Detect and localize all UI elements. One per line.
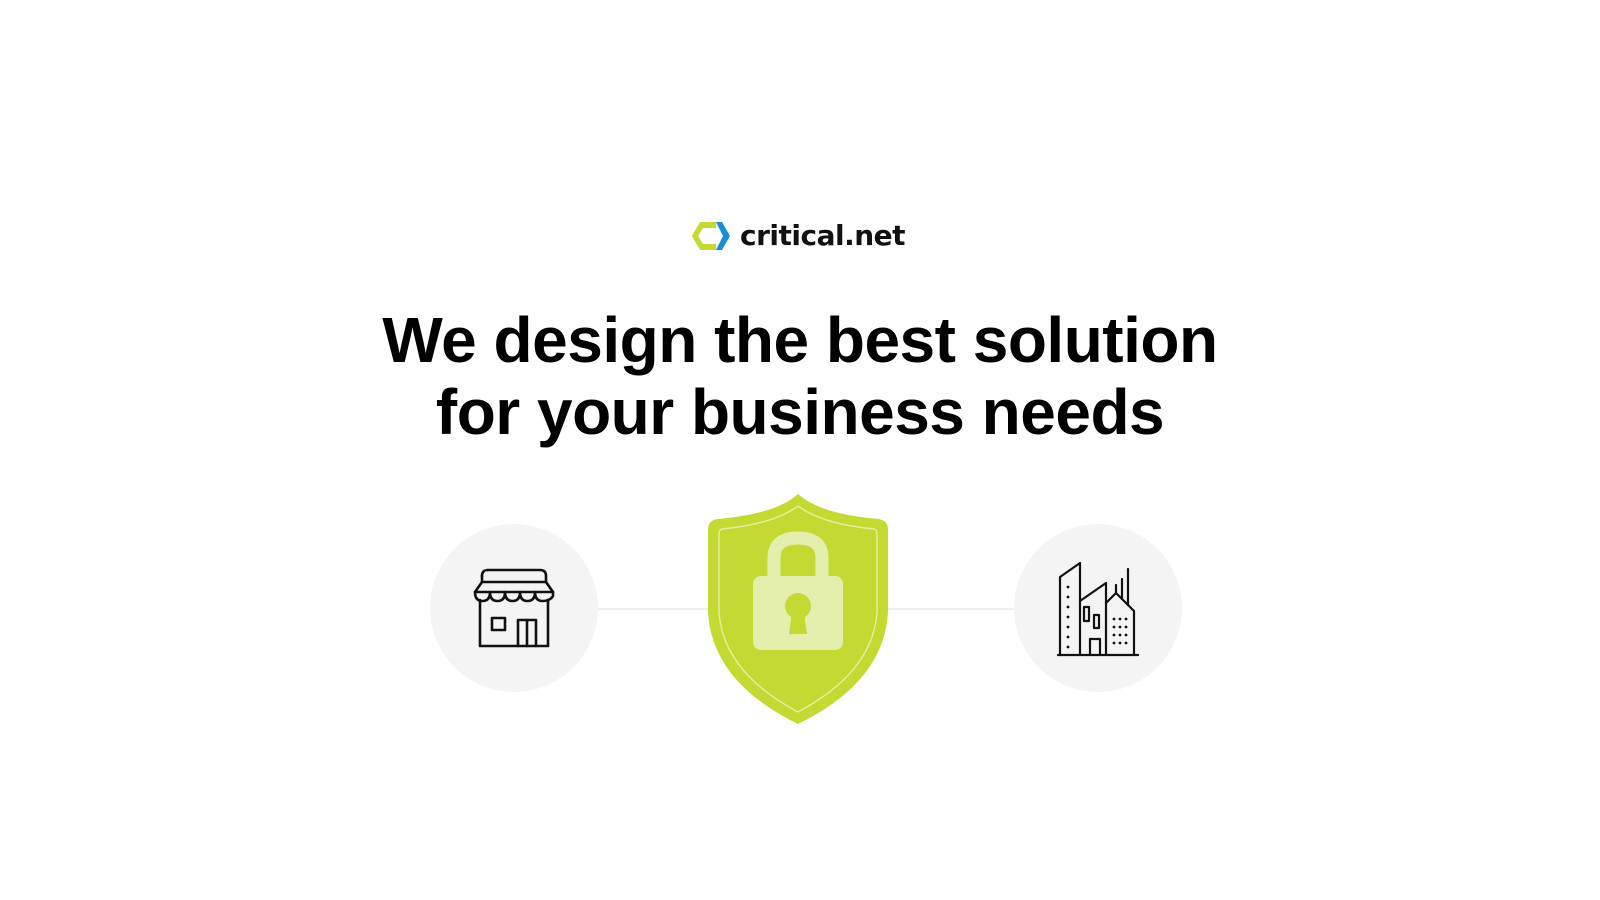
office-buildings-circle <box>1014 524 1182 692</box>
office-buildings-icon <box>1056 561 1140 657</box>
storefront-circle <box>430 524 598 692</box>
connector-line-right <box>884 608 1014 610</box>
headline-line-2: for your business needs <box>435 376 1165 448</box>
shield-lock-icon <box>708 494 888 724</box>
storefront-icon <box>473 568 555 648</box>
brand-name: critical.net <box>740 219 906 252</box>
connector-line-left <box>598 608 718 610</box>
page-headline: We design the best solution for your bus… <box>0 304 1600 448</box>
logo-mark-icon <box>692 222 730 250</box>
headline-line-1: We design the best solution <box>382 304 1218 376</box>
brand-logo[interactable]: critical.net <box>688 216 906 256</box>
